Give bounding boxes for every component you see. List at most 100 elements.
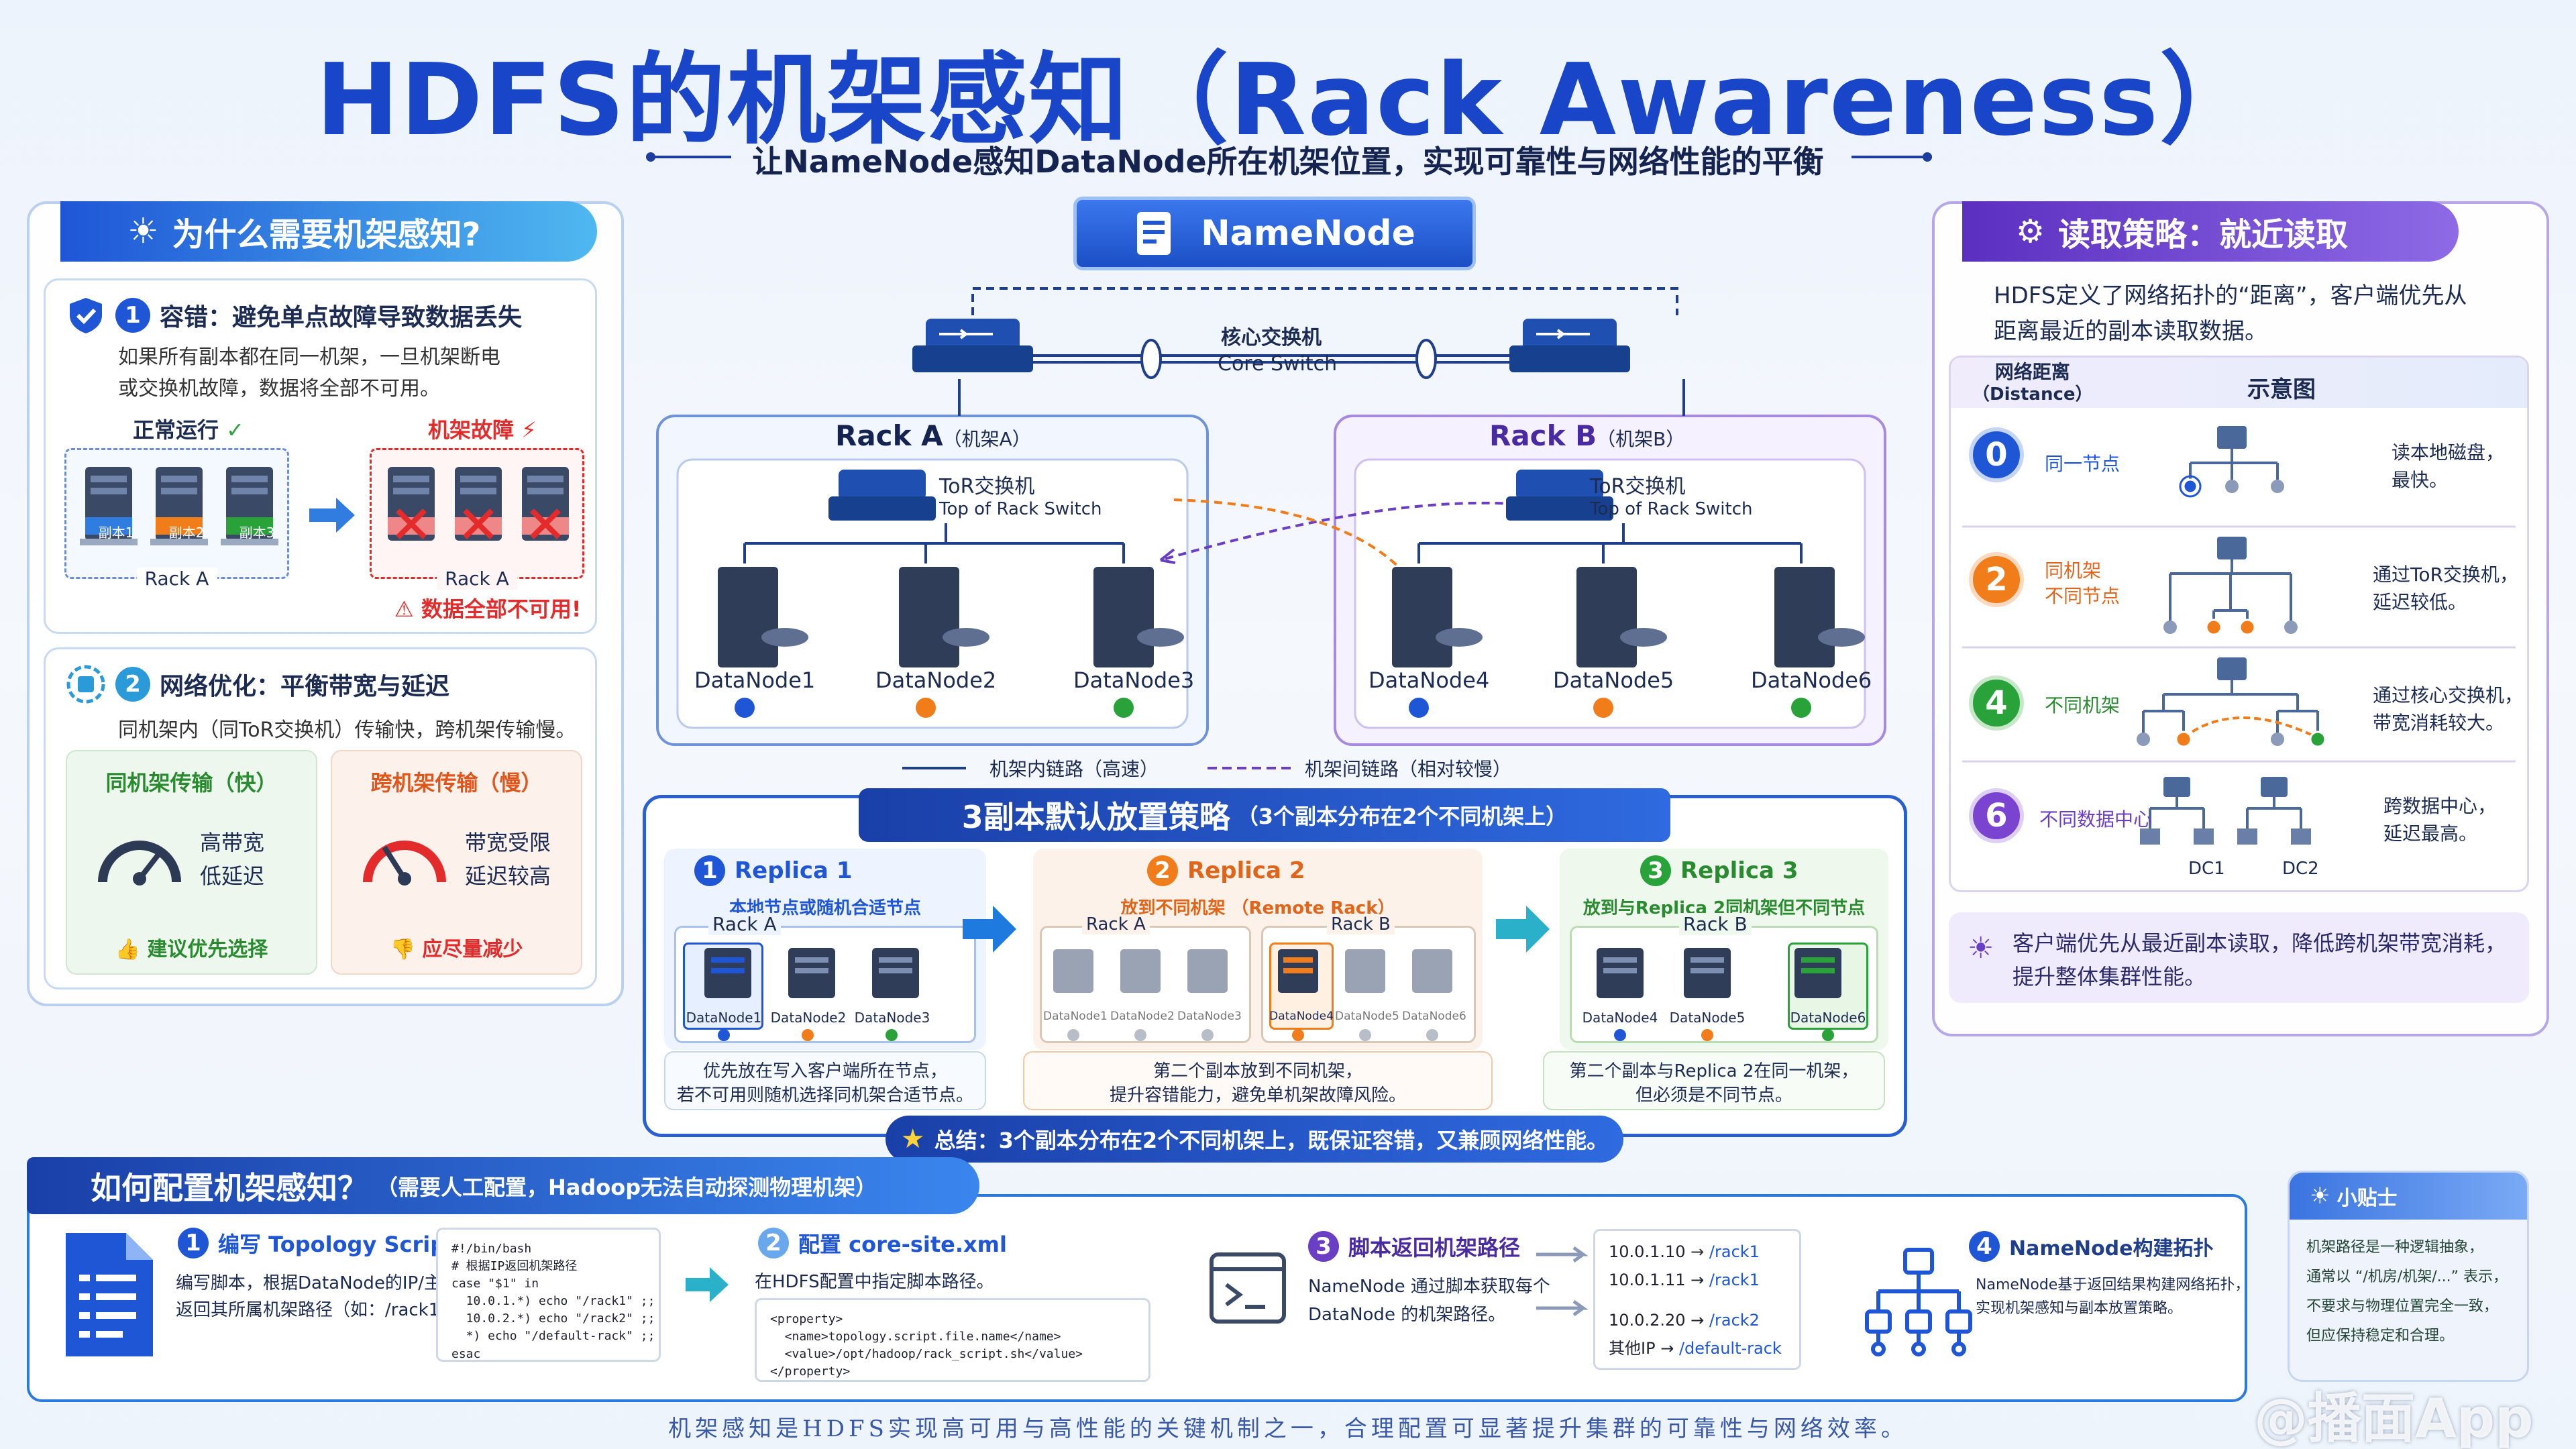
read-title: 读取策略：就近读取 xyxy=(2058,216,2349,254)
s1-desc-2: 返回其所属机架路径（如：/rack1）。 xyxy=(176,1300,466,1321)
arrow-s1-s2-icon xyxy=(686,1267,729,1302)
r1-num: 1 xyxy=(694,855,725,886)
warning-icon: ⚠ xyxy=(394,596,414,622)
network-gear-icon xyxy=(66,665,105,704)
s1-code-line: # 根据IP返回机架路径 xyxy=(451,1259,578,1274)
read-intro-1: HDFS定义了网络拓扑的“距离”，客户端优先从 xyxy=(1994,282,2467,309)
r2-node1: DataNode1 xyxy=(1043,1010,1108,1023)
r2-dots xyxy=(1067,1029,1438,1041)
row3-label: 不同数据中心 xyxy=(2039,808,2153,830)
r3-rack-label: Rack B xyxy=(1679,913,1752,935)
map-rack: /rack2 xyxy=(1709,1311,1760,1330)
watermark: @播面App xyxy=(2254,1387,2534,1449)
thumbs-up-icon: 👍 xyxy=(115,938,140,961)
s1-title: 编写 Topology Script xyxy=(218,1232,456,1257)
rack-b-title: Rack B xyxy=(1489,419,1597,452)
s1-code: #!/bin/bash # 根据IP返回机架路径 case "$1" in 10… xyxy=(436,1228,661,1362)
document-icon xyxy=(1137,212,1171,255)
fail-label: 机架故障 xyxy=(428,417,515,443)
r3-title: Replica 3 xyxy=(1680,857,1799,884)
r3-node4: DataNode4 xyxy=(1582,1010,1658,1026)
placement-title-note: （3个副本分布在2个不同机架上） xyxy=(1236,804,1568,829)
net-desc: 同机架内（同ToR交换机）传输快，跨机架传输慢。 xyxy=(118,718,576,742)
datanode6-label: DataNode6 xyxy=(1751,667,1872,693)
legend-inter: 机架间链路（相对较慢） xyxy=(1305,758,1512,780)
s1-code-line: #!/bin/bash xyxy=(451,1242,532,1256)
map-ip: 10.0.1.10 xyxy=(1609,1242,1686,1261)
normal-label: 正常运行 xyxy=(133,417,219,443)
map-row: 10.0.1.10 → /rack1 xyxy=(1609,1238,1786,1266)
s2-code: <property> <name>topology.script.file.na… xyxy=(755,1298,1150,1382)
bulb-icon: ☀ xyxy=(127,211,159,252)
col-distance: 网络距离 xyxy=(1994,361,2070,383)
fast-l2: 低延迟 xyxy=(200,863,265,889)
map-rack: /rack1 xyxy=(1709,1271,1760,1289)
why-header: ☀ 为什么需要机架感知? xyxy=(60,201,597,262)
s2-desc: 在HDFS配置中指定脚本路径。 xyxy=(755,1272,994,1292)
datanode3-label: DataNode3 xyxy=(1073,667,1195,693)
placement-title: 3副本默认放置策略 xyxy=(961,799,1230,835)
rack-a-cn: （机架A） xyxy=(943,428,1031,450)
subtitle-dot-right xyxy=(1923,152,1932,162)
replica-3-label: 副本3 xyxy=(239,525,275,541)
s4-num: 4 xyxy=(1969,1231,2000,1262)
slow-l1: 带宽受限 xyxy=(465,830,551,855)
tips-title: 小贴士 xyxy=(2337,1187,2398,1210)
distance-0-badge: 0 xyxy=(1969,427,2024,482)
dc2-label: DC2 xyxy=(2282,859,2319,879)
distance-2-badge: 2 xyxy=(1969,552,2024,607)
r2-note-1: 第二个副本放到不同机架， xyxy=(1152,1061,1362,1081)
row0-label: 同一节点 xyxy=(2045,453,2121,475)
page-title: HDFS的机架感知（Rack Awareness） xyxy=(315,42,2261,158)
r1-node2: DataNode2 xyxy=(770,1010,847,1026)
row2-desc-2: 带宽消耗较大。 xyxy=(2373,711,2505,734)
s4-desc-1: NameNode基于返回结果构建网络拓扑， xyxy=(1976,1277,2250,1293)
s3-mapping: 10.0.1.10 → /rack1 10.0.1.11 → /rack1 10… xyxy=(1593,1229,1801,1370)
r2-note: 第二个副本放到不同机架， 提升容错能力，避免单机架故障风险。 xyxy=(1023,1051,1493,1110)
fast-l1: 高带宽 xyxy=(200,830,265,855)
map-rack: /rack1 xyxy=(1709,1242,1760,1261)
tor-b-cn: ToR交换机 xyxy=(1590,475,1686,498)
r2-node2: DataNode2 xyxy=(1110,1010,1175,1023)
fast-box: 同机架传输（快） 高带宽 低延迟 👍 建议优先选择 xyxy=(66,750,317,975)
terminal-icon xyxy=(1210,1252,1286,1324)
r1-note: 优先放在写入客户端所在节点， 若不可用则随机选择同机架合适节点。 xyxy=(664,1051,986,1110)
shield-check-icon xyxy=(70,298,102,333)
s4-title: NameNode构建拓扑 xyxy=(2009,1237,2214,1260)
script-file-icon xyxy=(66,1233,153,1356)
topology-tree-icon xyxy=(1865,1248,1972,1356)
lightning-icon: ⚡ xyxy=(521,417,537,443)
row2-label: 不同机架 xyxy=(2045,694,2121,716)
arrow-icon: → xyxy=(1690,1311,1705,1330)
read-tip-1: 客户端优先从最近副本读取，降低跨机架带宽消耗， xyxy=(2012,930,2507,956)
fast-foot: 建议优先选择 xyxy=(147,938,268,961)
fault-card: 1 容错：避免单点故障导致数据丢失 如果所有副本都在同一机架，一旦机架断电 或交… xyxy=(44,278,597,634)
fault-desc-1: 如果所有副本都在同一机架，一旦机架断电 xyxy=(118,345,500,369)
topology-diagram xyxy=(656,287,1886,769)
net-num: 2 xyxy=(115,667,150,702)
why-title: 为什么需要机架感知? xyxy=(172,216,481,254)
r1-title: Replica 1 xyxy=(735,857,853,884)
read-table-header xyxy=(1951,358,2527,408)
row1-label2: 不同节点 xyxy=(2045,584,2121,607)
namenode-label: NameNode xyxy=(1201,213,1415,254)
r2-node5: DataNode5 xyxy=(1335,1010,1399,1023)
r1-rack-label: Rack A xyxy=(708,913,781,935)
r2-title: Replica 2 xyxy=(1187,857,1305,884)
replica-1-label: 副本1 xyxy=(98,525,134,541)
s3-arrows xyxy=(1536,1246,1589,1317)
summary-text: 总结：3个副本分布在2个不同机架上，既保证容错，又兼顾网络性能。 xyxy=(934,1128,1609,1153)
r3-note-2: 但必须是不同节点。 xyxy=(1635,1085,1792,1106)
fault-title: 容错：避免单点故障导致数据丢失 xyxy=(160,304,523,331)
r3-node5: DataNode5 xyxy=(1669,1010,1746,1026)
arrow-r1-r2-icon xyxy=(963,906,1016,953)
placement-header: 3副本默认放置策略 （3个副本分布在2个不同机架上） xyxy=(859,788,1670,842)
r3-node6: DataNode6 xyxy=(1790,1010,1866,1026)
slow-box: 跨机架传输（慢） 带宽受限 延迟较高 👎 应尽量减少 xyxy=(331,750,582,975)
normal-rack-label: Rack A xyxy=(136,568,217,590)
tor-a-en: Top of Rack Switch xyxy=(939,499,1102,519)
read-tip: ☀ 客户端优先从最近副本读取，降低跨机架带宽消耗， 提升整体集群性能。 xyxy=(1949,912,2529,1003)
r2-node6: DataNode6 xyxy=(1402,1010,1466,1023)
s1-code-line: case "$1" in xyxy=(451,1277,539,1291)
